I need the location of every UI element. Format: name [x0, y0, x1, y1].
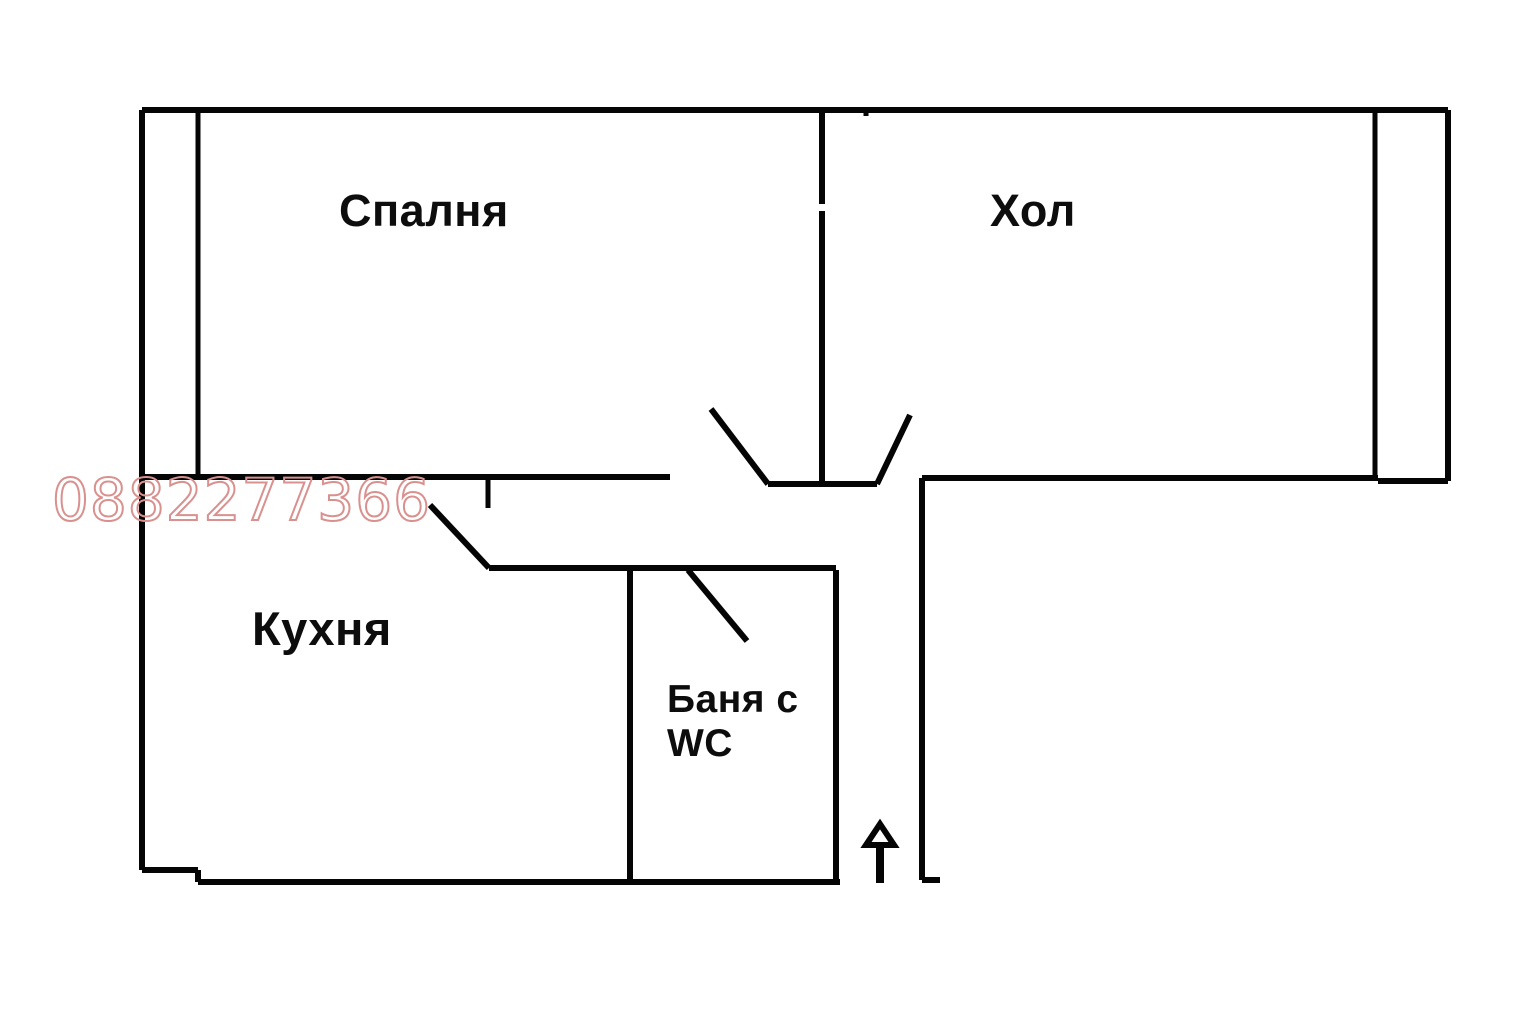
bathroom-walls: [627, 565, 839, 882]
door-leaf-right: [874, 413, 913, 486]
double-door-swing-icon: [708, 407, 913, 487]
up-arrow-icon: [860, 818, 900, 883]
entrance-arrow-icon: [860, 818, 900, 883]
balcony-strips: [142, 112, 1378, 481]
partition-bedroom-hall: [819, 107, 869, 483]
room-label-bedroom: Спалня: [339, 185, 509, 236]
kitchen-door-leaf: [427, 502, 492, 571]
outer-walls: [139, 107, 1451, 870]
room-label-kitchen: Кухня: [252, 602, 392, 655]
kitchen-door-swing-icon: [427, 502, 835, 571]
mid-walls: [142, 474, 1378, 883]
bottom-walls: [142, 867, 840, 885]
room-label-hall: Хол: [990, 185, 1076, 236]
bathroom-door-swing-icon: [685, 568, 750, 643]
door-leaf-left: [708, 407, 771, 486]
room-label-bathroom: Баня с WC: [667, 678, 799, 765]
